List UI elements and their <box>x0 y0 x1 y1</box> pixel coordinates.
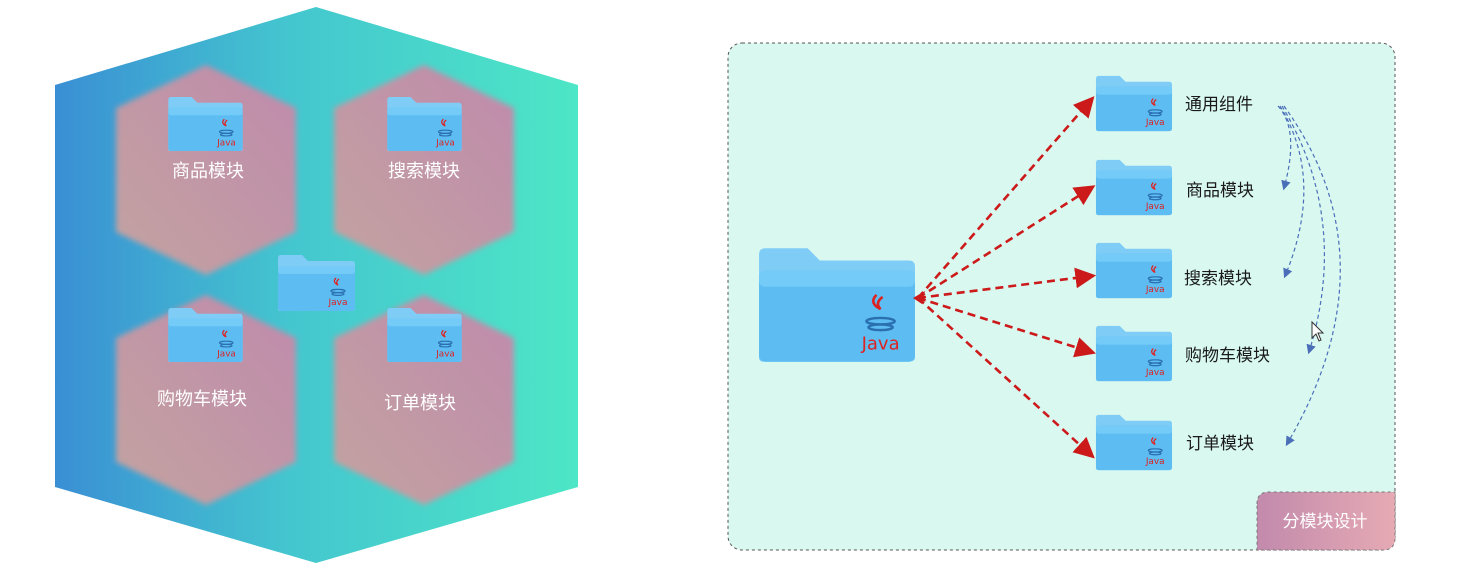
java-logo-label: Java <box>435 139 455 149</box>
child-module-label: 购物车模块 <box>1185 346 1270 366</box>
arrow-head <box>913 291 925 304</box>
module-label: 搜索模块 <box>388 161 460 182</box>
java-logo-label: Java <box>216 139 236 149</box>
child-module-label: 搜索模块 <box>1184 269 1252 289</box>
java-logo-label: Java <box>1145 368 1165 378</box>
module-design-badge: 分模块设计 <box>1256 491 1396 551</box>
module-label: 购物车模块 <box>157 389 247 410</box>
java-logo-label: Java <box>1145 285 1165 295</box>
arrow <box>917 96 1095 299</box>
child-module-label: 商品模块 <box>1186 181 1254 201</box>
module-label: 商品模块 <box>172 161 244 182</box>
java-logo-label: Java <box>216 350 236 360</box>
right-module-diagram: Java Java Java Java Java Java 通用组件 商品模块 … <box>727 42 1396 551</box>
java-logo-label: Java <box>1145 118 1165 128</box>
blue-common-dependency-arrows <box>1277 105 1341 447</box>
module-hexagon <box>334 65 514 275</box>
red-dependency-arrows <box>917 96 1097 459</box>
module-hexagon <box>116 65 296 275</box>
java-logo-label: Java <box>1145 202 1165 212</box>
arrow <box>917 185 1096 300</box>
java-logo-label: Java <box>435 350 455 360</box>
arrow <box>1277 105 1292 191</box>
arrow <box>1281 105 1325 355</box>
module-label: 订单模块 <box>384 393 456 414</box>
badge-label: 分模块设计 <box>1283 512 1368 532</box>
java-logo-label: Java <box>1145 457 1165 467</box>
left-monolith-diagram: Java Java Java Java Java 商品模块 搜索模块 购物车模块… <box>55 7 578 563</box>
child-module-label: 订单模块 <box>1186 434 1254 454</box>
module-panel <box>727 42 1396 551</box>
arrow <box>917 267 1097 300</box>
java-logo-label: Java <box>861 334 900 355</box>
arrow <box>917 296 1096 358</box>
module-hexagon <box>334 295 514 505</box>
child-module-label: 通用组件 <box>1185 95 1253 115</box>
java-logo-label: Java <box>327 298 347 308</box>
module-hexagon <box>116 295 296 505</box>
mouse-cursor-icon <box>1311 320 1325 342</box>
